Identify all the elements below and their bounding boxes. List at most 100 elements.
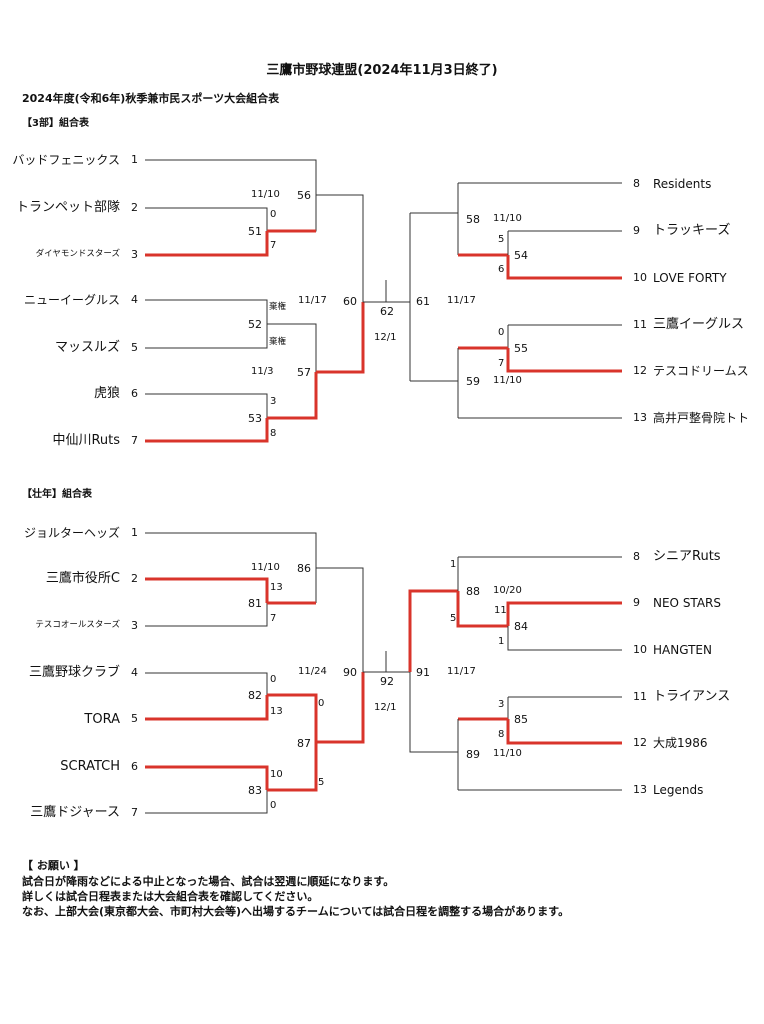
team-name: ニューイーグルス [23, 293, 120, 307]
score: 0 [270, 209, 277, 220]
match-date: 10/20 [493, 585, 522, 596]
team-seed: 1 [131, 153, 138, 166]
team-name: TORA [84, 712, 120, 727]
final-match-date: 12/1 [374, 702, 397, 713]
team-seed: 9 [633, 224, 640, 237]
line-t1 [145, 159, 317, 232]
final-match-date: 12/1 [374, 332, 397, 343]
line-t4 [145, 299, 268, 324]
team-name: ダイヤモンドスターズ [35, 249, 120, 259]
score: 1 [450, 559, 457, 570]
match-date: 11/17 [447, 666, 476, 677]
team-name: ジョルターヘッズ [23, 526, 120, 540]
team-seed: 8 [633, 550, 640, 563]
match-number: 61 [416, 295, 430, 308]
match-number: 58 [466, 213, 480, 226]
match-number: 59 [466, 375, 480, 388]
line-s7 [145, 790, 268, 814]
team-seed: 5 [131, 712, 138, 725]
line-s3 [145, 603, 268, 627]
score: 6 [498, 264, 505, 275]
team-name: 三鷹野球クラブ [28, 665, 120, 680]
match-number: 82 [248, 689, 262, 702]
line-s9 [506, 601, 622, 626]
match-number: 86 [297, 562, 311, 575]
match-number: 52 [248, 318, 262, 331]
match-number: 89 [466, 748, 480, 761]
line-m86 [316, 567, 364, 672]
team-seed: 13 [633, 783, 647, 796]
line-t12 [506, 348, 622, 373]
match-number: 51 [248, 225, 262, 238]
team-seed: 10 [633, 271, 647, 284]
match-number: 56 [297, 189, 311, 202]
notes-line: 試合日が降雨などによる中止となった場合、試合は翌週に順延になります。 [22, 875, 395, 888]
team-name: シニアRuts [653, 549, 721, 564]
score: 8 [498, 729, 505, 740]
line-s2 [145, 577, 269, 603]
team-seed: 11 [633, 690, 647, 703]
team-name: Residents [653, 177, 712, 191]
line-m53-win [267, 372, 318, 420]
line-m88-win [456, 591, 508, 628]
score: 7 [498, 358, 505, 369]
line-m87-win [316, 672, 365, 744]
score: 1 [498, 636, 505, 647]
bracket-sonen-lines [145, 532, 622, 814]
line-m82-win [267, 693, 318, 742]
line-t6 [145, 393, 268, 418]
score: 棄権 [269, 337, 287, 347]
notes-line: 詳しくは試合日程表または大会組合表を確認してください。 [22, 890, 319, 903]
team-seed: 8 [633, 177, 640, 190]
team-name: マッスルズ [54, 340, 120, 355]
page-title: 三鷹市野球連盟(2024年11月3日終了) [266, 63, 498, 78]
line-s6 [145, 765, 269, 790]
score: 棄権 [269, 302, 287, 312]
team-name: テスコオールスターズ [35, 620, 120, 630]
line-m83-win [267, 742, 318, 792]
team-name: 高井戸整骨院トト [653, 411, 750, 425]
line-s5 [145, 695, 269, 721]
team-seed: 6 [131, 387, 138, 400]
score: 8 [270, 428, 277, 439]
team-seed: 2 [131, 572, 138, 585]
notes-line: なお、上部大会(東京都大会、市町村大会等)へ出場するチームについては試合日程を調… [22, 905, 570, 918]
score: 0 [318, 698, 325, 709]
team-seed: 2 [131, 201, 138, 214]
score: 5 [498, 234, 505, 245]
match-number: 57 [297, 366, 311, 379]
match-date: 11/24 [298, 666, 327, 677]
bracket-3bu-lines [145, 159, 622, 443]
match-number: 55 [514, 342, 528, 355]
match-date: 11/10 [493, 748, 522, 759]
team-name: 三鷹ドジャース [30, 805, 120, 820]
match-date: 11/10 [251, 189, 280, 200]
match-number: 53 [248, 412, 262, 425]
team-name: LOVE FORTY [653, 271, 727, 285]
match-number: 87 [297, 737, 311, 750]
team-seed: 3 [131, 248, 138, 261]
final-match-number: 92 [380, 675, 394, 688]
match-number: 81 [248, 597, 262, 610]
team-name: 三鷹イーグルス [653, 317, 745, 332]
match-number: 88 [466, 585, 480, 598]
score: 3 [270, 396, 277, 407]
team-name: テスコドリームス [653, 364, 749, 378]
team-seed: 5 [131, 341, 138, 354]
team-name: Legends [653, 783, 704, 797]
match-date: 11/17 [447, 295, 476, 306]
score: 11 [494, 605, 507, 616]
notes-heading: 【 お願い 】 [22, 859, 85, 872]
team-seed: 1 [131, 526, 138, 539]
team-name: トランペット部隊 [15, 200, 120, 215]
match-number: 54 [514, 249, 528, 262]
match-date: 11/10 [493, 213, 522, 224]
line-m57-win [316, 302, 365, 374]
line-m91-win [408, 589, 458, 672]
team-seed: 10 [633, 643, 647, 656]
score: 10 [270, 769, 283, 780]
team-name: 中仙川Ruts [52, 433, 120, 448]
match-date: 11/10 [251, 562, 280, 573]
section-label-3bu: 【3部】組合表 [22, 118, 89, 129]
